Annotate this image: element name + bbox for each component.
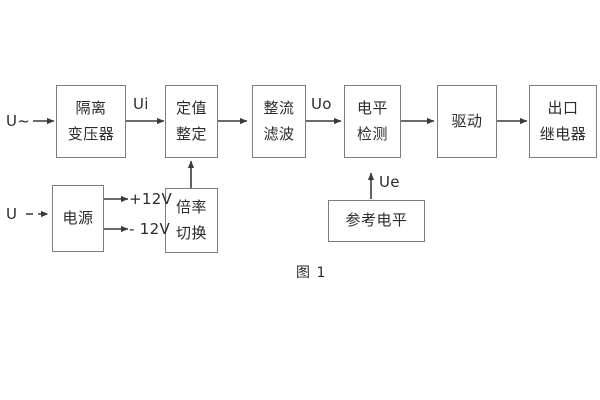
label-input-dc: U bbox=[6, 205, 18, 223]
block-level-detect-line2: 检测 bbox=[356, 124, 388, 143]
block-isolation-transformer-line1: 隔离 bbox=[75, 98, 107, 117]
label-rail-positive: +12V bbox=[129, 190, 173, 208]
label-rail-negative: - 12V bbox=[129, 220, 171, 238]
block-rectify-filter: 整流 滤波 bbox=[252, 85, 306, 158]
block-output-relay: 出口 继电器 bbox=[529, 85, 597, 158]
block-reference-level: 参考电平 bbox=[328, 200, 425, 242]
block-isolation-transformer-line2: 变压器 bbox=[67, 124, 115, 143]
label-input-ac: U~ bbox=[6, 112, 31, 130]
block-level-detect: 电平 检测 bbox=[344, 85, 401, 158]
block-multiplier-switch-line1: 倍率 bbox=[175, 197, 207, 216]
block-power-supply: 电源 bbox=[52, 185, 104, 252]
figure-caption: 图 1 bbox=[296, 265, 327, 281]
block-multiplier-switch: 倍率 切换 bbox=[165, 188, 218, 253]
label-ue: Ue bbox=[379, 173, 400, 191]
block-isolation-transformer: 隔离 变压器 bbox=[56, 85, 126, 158]
block-reference-level-line1: 参考电平 bbox=[345, 211, 408, 230]
block-output-relay-line2: 继电器 bbox=[539, 124, 587, 143]
label-uo: Uo bbox=[311, 95, 332, 113]
block-rectify-filter-line1: 整流 bbox=[263, 98, 295, 117]
label-ui: Ui bbox=[133, 95, 149, 113]
block-level-detect-line1: 电平 bbox=[356, 98, 388, 117]
block-multiplier-switch-line2: 切换 bbox=[175, 223, 207, 242]
block-setpoint-line2: 整定 bbox=[175, 124, 207, 143]
block-drive-line1: 驱动 bbox=[451, 111, 483, 130]
block-rectify-filter-line2: 滤波 bbox=[263, 124, 295, 143]
block-setpoint: 定值 整定 bbox=[165, 85, 218, 158]
block-output-relay-line1: 出口 bbox=[547, 98, 579, 117]
block-setpoint-line1: 定值 bbox=[175, 98, 207, 117]
block-drive: 驱动 bbox=[437, 85, 497, 158]
block-power-supply-line1: 电源 bbox=[62, 208, 94, 227]
